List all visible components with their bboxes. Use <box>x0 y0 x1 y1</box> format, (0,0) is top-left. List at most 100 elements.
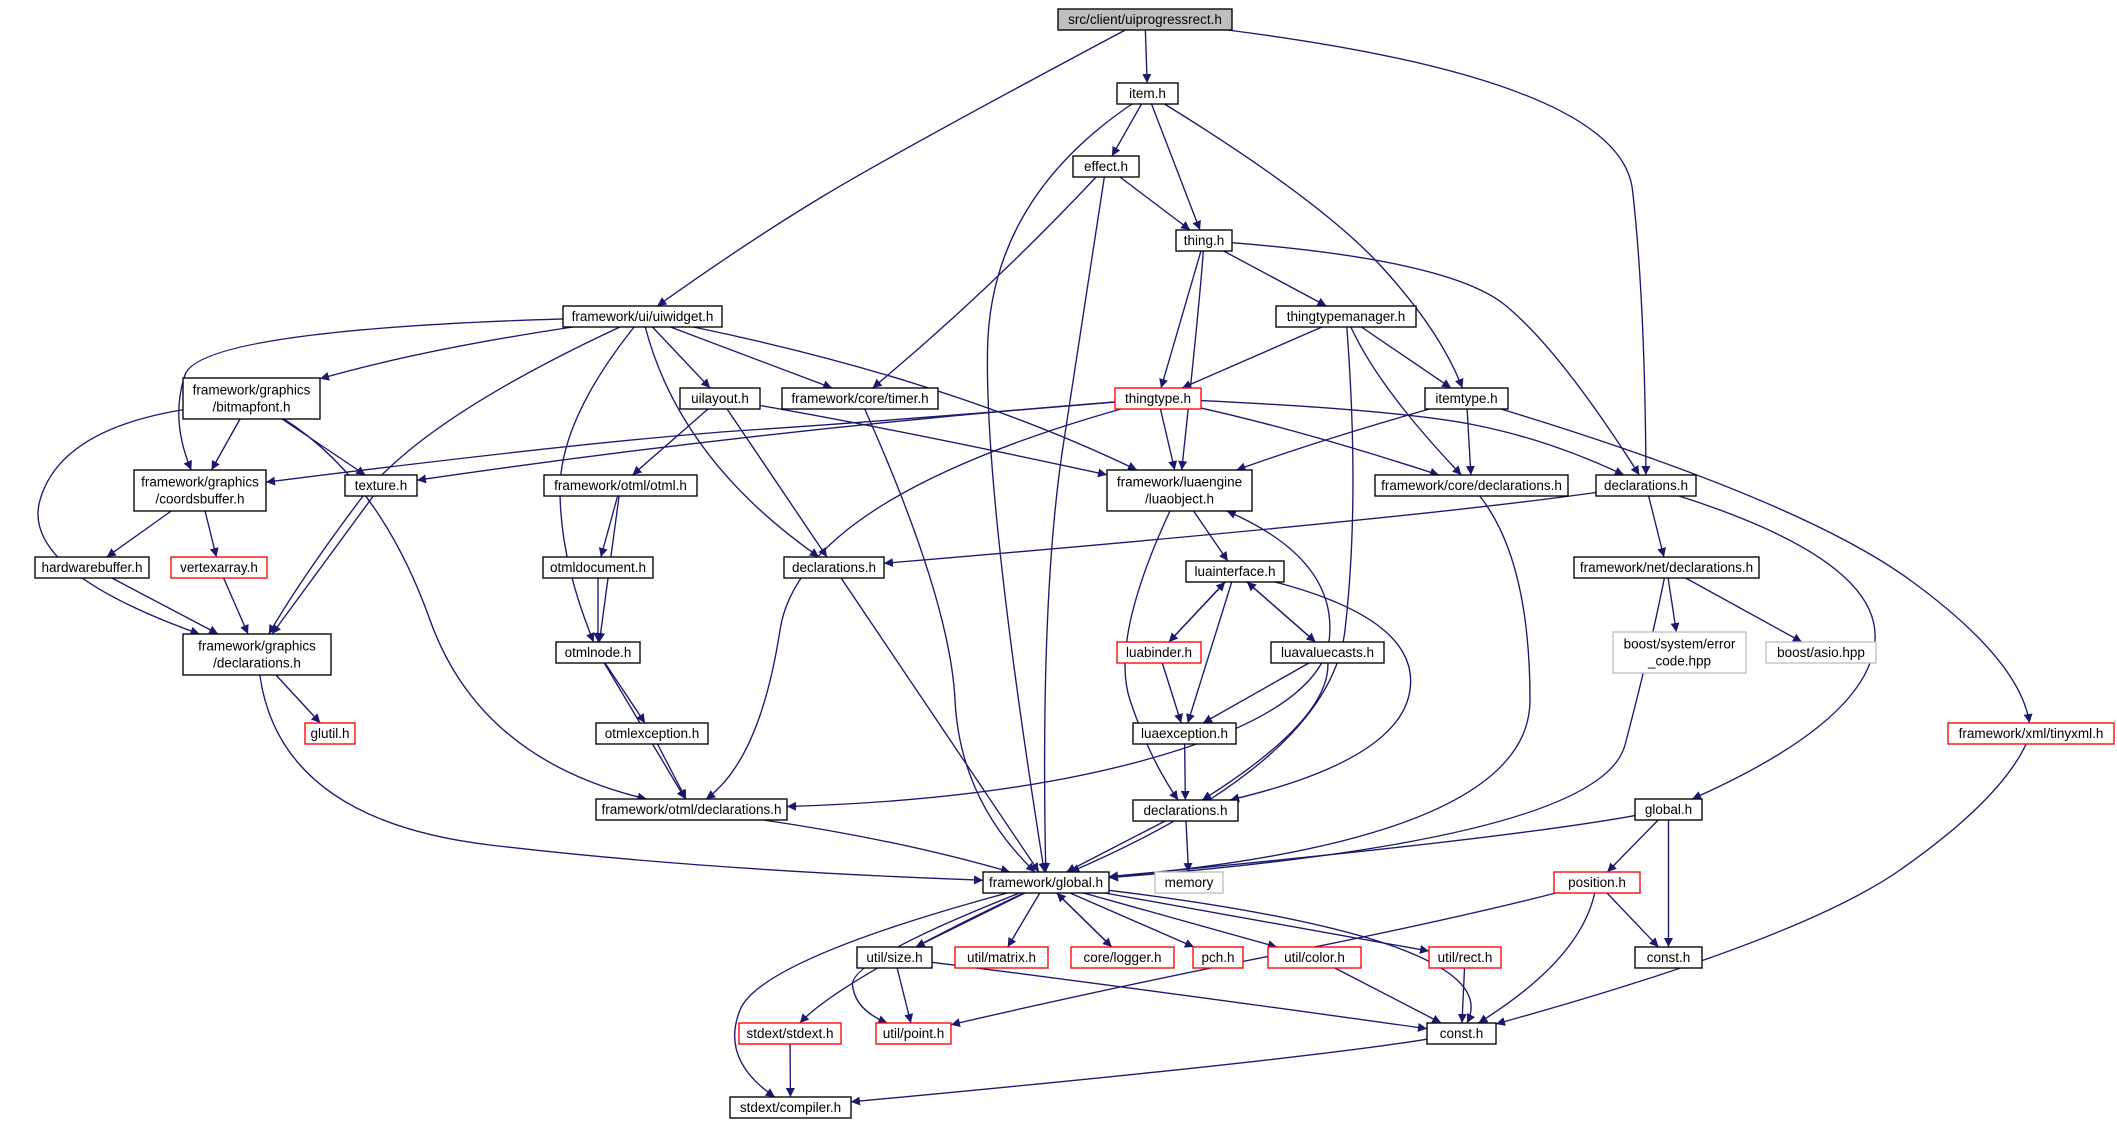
node-globalh[interactable]: global.h <box>1634 798 1703 821</box>
node-label: const.h <box>1440 1026 1484 1041</box>
node-vertexarray[interactable]: vertexarray.h <box>170 556 268 579</box>
node-utilmatrix[interactable]: util/matrix.h <box>954 946 1049 969</box>
node-otmlh[interactable]: framework/otml/otml.h <box>543 474 698 497</box>
edge-item-to-effect <box>1111 103 1143 157</box>
node-luabinder[interactable]: luabinder.h <box>1116 641 1202 664</box>
node-label: effect.h <box>1084 159 1128 174</box>
edge-corelogger-to-fwglobal <box>1056 892 1113 948</box>
node-luavaluecasts[interactable]: luavaluecasts.h <box>1270 641 1385 664</box>
edge-thingtype-to-texture <box>416 401 1116 484</box>
edge-position-to-constc <box>1606 892 1659 948</box>
node-box <box>543 474 698 497</box>
node-thingtypemanager[interactable]: thingtypemanager.h <box>1275 305 1417 328</box>
node-box <box>595 798 788 821</box>
node-cdecl[interactable]: declarations.h <box>1595 474 1697 497</box>
edge-item-to-thing <box>1150 103 1201 231</box>
edge-cdecl-to-globalh <box>1678 495 1876 800</box>
node-gfxdecl[interactable]: framework/graphics/declarations.h <box>182 633 332 676</box>
node-uidecl[interactable]: declarations.h <box>783 556 885 579</box>
node-stdext[interactable]: stdext/stdext.h <box>738 1022 842 1045</box>
node-otmlnode[interactable]: otmlnode.h <box>555 641 641 664</box>
node-box <box>875 1022 952 1045</box>
node-luaexception[interactable]: luaexception.h <box>1132 722 1237 745</box>
node-position[interactable]: position.h <box>1553 871 1641 894</box>
node-utilrect[interactable]: util/rect.h <box>1428 946 1502 969</box>
edge-thingtype-to-cdecl <box>1200 399 1625 476</box>
node-fwglobal[interactable]: framework/global.h <box>982 871 1110 894</box>
edge-item-to-itemtype <box>1164 103 1464 389</box>
node-label: memory <box>1165 875 1214 890</box>
node-luadecl[interactable]: declarations.h <box>1132 799 1239 822</box>
node-netdecl[interactable]: framework/net/declarations.h <box>1573 556 1760 579</box>
node-effect[interactable]: effect.h <box>1072 155 1140 178</box>
node-constf[interactable]: const.h <box>1426 1022 1497 1045</box>
node-errorcode[interactable]: boost/system/error_code.hpp <box>1612 631 1747 674</box>
node-thingtype[interactable]: thingtype.h <box>1114 387 1202 410</box>
edge-utilsize-to-utilpoint <box>896 967 914 1024</box>
node-item[interactable]: item.h <box>1116 82 1179 105</box>
node-box <box>1765 641 1877 664</box>
node-otmldocument[interactable]: otmldocument.h <box>542 556 654 579</box>
node-pch[interactable]: pch.h <box>1192 946 1244 969</box>
node-label: util/size.h <box>866 950 922 965</box>
edge-luaobject-to-luadecl <box>1124 510 1179 801</box>
node-utilsize[interactable]: util/size.h <box>856 946 933 969</box>
node-label: otmlexception.h <box>605 726 700 741</box>
node-otmldecl[interactable]: framework/otml/declarations.h <box>595 798 788 821</box>
node-constc[interactable]: const.h <box>1634 946 1703 969</box>
edge-luavaluecasts-to-luainterface <box>1246 581 1316 643</box>
edge-otmlh-to-otmldocument <box>598 495 619 558</box>
node-luaobject[interactable]: framework/luaengine/luaobject.h <box>1106 469 1253 512</box>
node-box <box>1185 560 1285 583</box>
node-texture[interactable]: texture.h <box>344 474 418 497</box>
node-uilayout[interactable]: uilayout.h <box>679 387 761 410</box>
edge-thingtype-to-coredecl <box>1200 407 1440 477</box>
node-box <box>738 1022 842 1045</box>
node-asio[interactable]: boost/asio.hpp <box>1765 641 1877 664</box>
node-box <box>1114 387 1202 410</box>
node-bitmapfont[interactable]: framework/graphics/bitmapfont.h <box>182 377 321 420</box>
node-box <box>1426 1022 1497 1045</box>
edge-luaexception-to-luadecl <box>1180 743 1190 801</box>
edge-cdecl-to-netdecl <box>1647 495 1667 558</box>
edge-hwbuffer-to-gfxdecl <box>111 577 219 635</box>
edge-tinyxml-to-constf <box>1495 743 2027 1026</box>
edge-fwglobal-to-utilpoint <box>851 892 1020 1024</box>
node-label: uilayout.h <box>691 391 749 406</box>
edge-otmlexception-to-otmldecl <box>656 743 687 800</box>
edge-thing-to-cdecl <box>1231 242 1640 476</box>
edge-fwglobal-to-constf <box>1108 889 1476 1024</box>
node-coordsbuffer[interactable]: framework/graphics/coordsbuffer.h <box>133 469 267 512</box>
node-thing[interactable]: thing.h <box>1175 229 1233 252</box>
node-utilpoint[interactable]: util/point.h <box>875 1022 952 1045</box>
node-label: boost/system/error <box>1624 637 1736 652</box>
node-coretimer[interactable]: framework/core/timer.h <box>781 387 939 410</box>
edge-thingtypemanager-to-fwglobal <box>1070 326 1354 873</box>
edge-luainterface-to-luaexception <box>1186 581 1233 724</box>
node-box <box>555 641 641 664</box>
node-box <box>562 305 723 328</box>
node-box <box>1947 722 2115 745</box>
node-corelogger[interactable]: core/logger.h <box>1070 946 1175 969</box>
node-uiwidget[interactable]: framework/ui/uiwidget.h <box>562 305 723 328</box>
node-label: global.h <box>1645 802 1692 817</box>
node-tinyxml[interactable]: framework/xml/tinyxml.h <box>1947 722 2115 745</box>
edge-luaobject-to-luainterface <box>1192 510 1229 562</box>
node-otmlexception[interactable]: otmlexception.h <box>595 722 709 745</box>
node-compiler[interactable]: stdext/compiler.h <box>729 1096 852 1119</box>
node-box <box>344 474 418 497</box>
edge-globalh-to-fwglobal <box>1108 814 1636 881</box>
node-coredecl[interactable]: framework/core/declarations.h <box>1374 474 1569 497</box>
node-label: util/color.h <box>1284 950 1345 965</box>
edge-uiwidget-to-uidecl <box>644 326 820 558</box>
node-glutil[interactable]: glutil.h <box>304 722 356 745</box>
node-box <box>1612 631 1747 674</box>
edge-fwglobal-to-pch <box>1069 892 1195 948</box>
node-root[interactable]: src/client/uiprogressrect.h <box>1057 8 1233 31</box>
node-hwbuffer[interactable]: hardwarebuffer.h <box>34 556 150 579</box>
node-itemtype[interactable]: itemtype.h <box>1424 387 1509 410</box>
node-utilcolor[interactable]: util/color.h <box>1267 946 1362 969</box>
edge-thingtypemanager-to-itemtype <box>1361 326 1452 389</box>
node-luainterface[interactable]: luainterface.h <box>1185 560 1285 583</box>
node-memory[interactable]: memory <box>1154 871 1224 894</box>
